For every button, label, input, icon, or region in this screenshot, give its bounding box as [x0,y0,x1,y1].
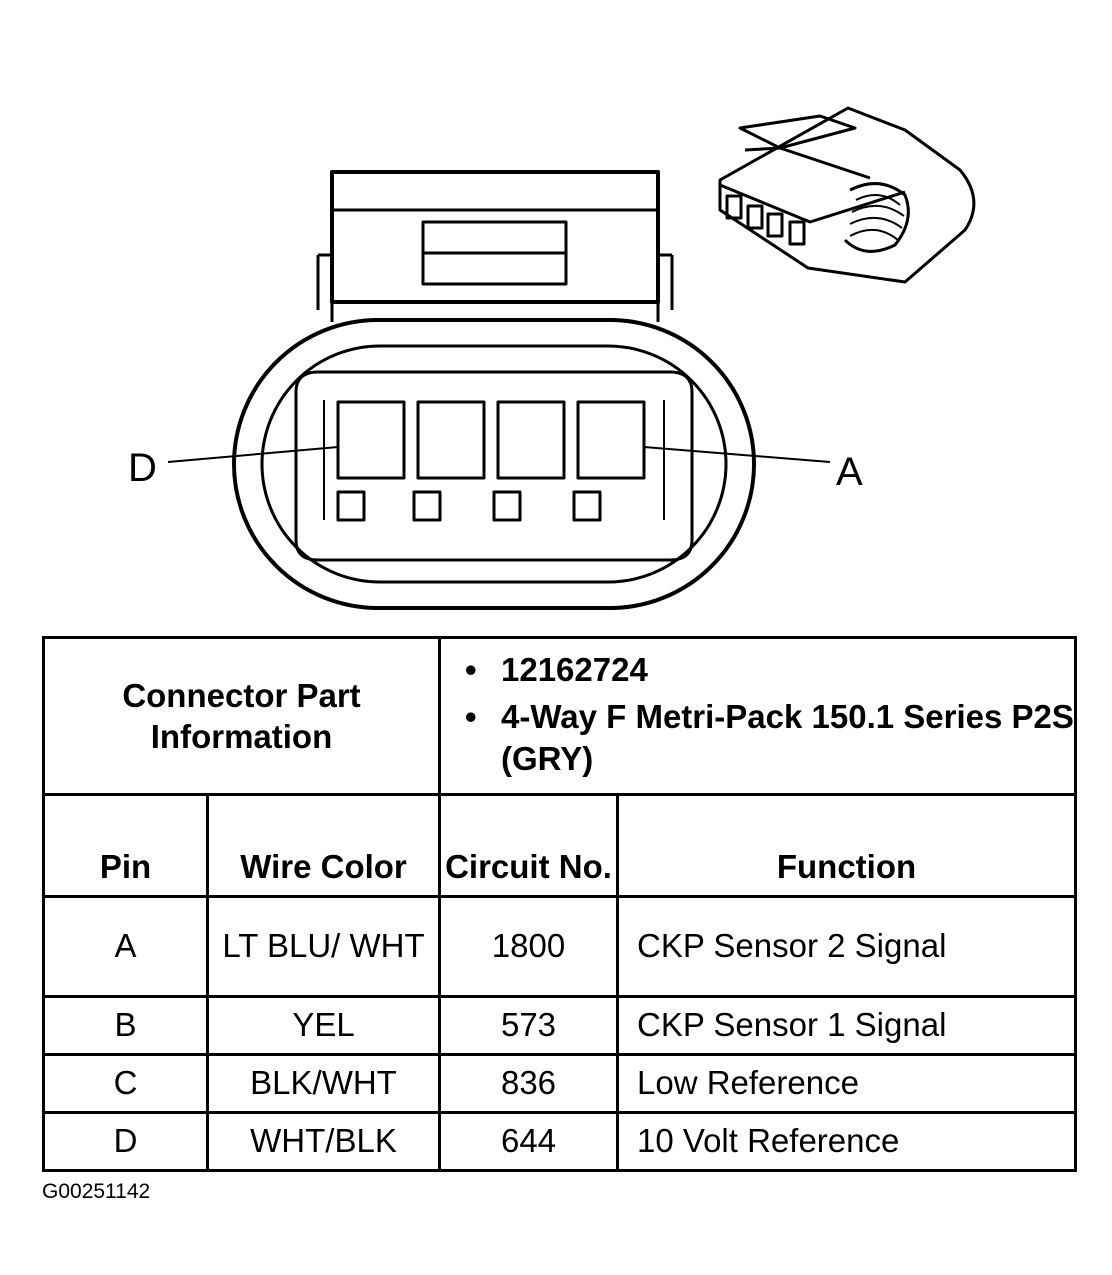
table-row: D WHT/BLK 644 10 Volt Reference [42,1110,1077,1172]
function-cell: CKP Sensor 1 Signal [616,994,1077,1056]
connector-latch [316,170,674,322]
function-cell: Low Reference [616,1052,1077,1114]
circuit-no-cell: 644 [438,1110,619,1172]
part-description: 4-Way F Metri-Pack 150.1 Series P2S (GRY… [465,696,1074,779]
table-header-row: Pin Wire Color Circuit No. Function [42,792,1077,898]
wire-color-cell: WHT/BLK [206,1110,441,1172]
connector-part-row: Connector Part Information 12162724 4-Wa… [42,636,1077,796]
header-wire-color: Wire Color [206,792,441,898]
circuit-no-cell: 836 [438,1052,619,1114]
connector-part-details: 12162724 4-Way F Metri-Pack 150.1 Series… [438,636,1077,796]
wire-color-cell: LT BLU/ WHT [206,894,441,998]
table-row: A LT BLU/ WHT 1800 CKP Sensor 2 Signal [42,894,1077,998]
function-cell: 10 Volt Reference [616,1110,1077,1172]
circuit-no-cell: 573 [438,994,619,1056]
header-pin: Pin [42,792,209,898]
header-function: Function [616,792,1077,898]
pin-cell: C [42,1052,209,1114]
circuit-no-cell: 1800 [438,894,619,998]
pin-label-d: D [128,446,157,490]
connector-info-table: Connector Part Information 12162724 4-Wa… [42,636,1077,1172]
pin-cell: B [42,994,209,1056]
terminal-cavities [336,400,646,522]
connector-part-label: Connector Part Information [42,636,441,796]
wire-color-cell: BLK/WHT [206,1052,441,1114]
pin-label-a: A [836,450,863,494]
figure-id: G00251142 [42,1180,151,1203]
header-circuit-no: Circuit No. [438,792,619,898]
pin-leader-lines [167,446,831,463]
part-number: 12162724 [465,649,1074,691]
pin-cell: A [42,894,209,998]
connector-isometric-view [718,106,976,284]
connector-body [232,318,756,610]
table-row: C BLK/WHT 836 Low Reference [42,1052,1077,1114]
table-row: B YEL 573 CKP Sensor 1 Signal [42,994,1077,1056]
function-cell: CKP Sensor 2 Signal [616,894,1077,998]
wire-color-cell: YEL [206,994,441,1056]
pin-cell: D [42,1110,209,1172]
connector-drawing [167,106,976,610]
